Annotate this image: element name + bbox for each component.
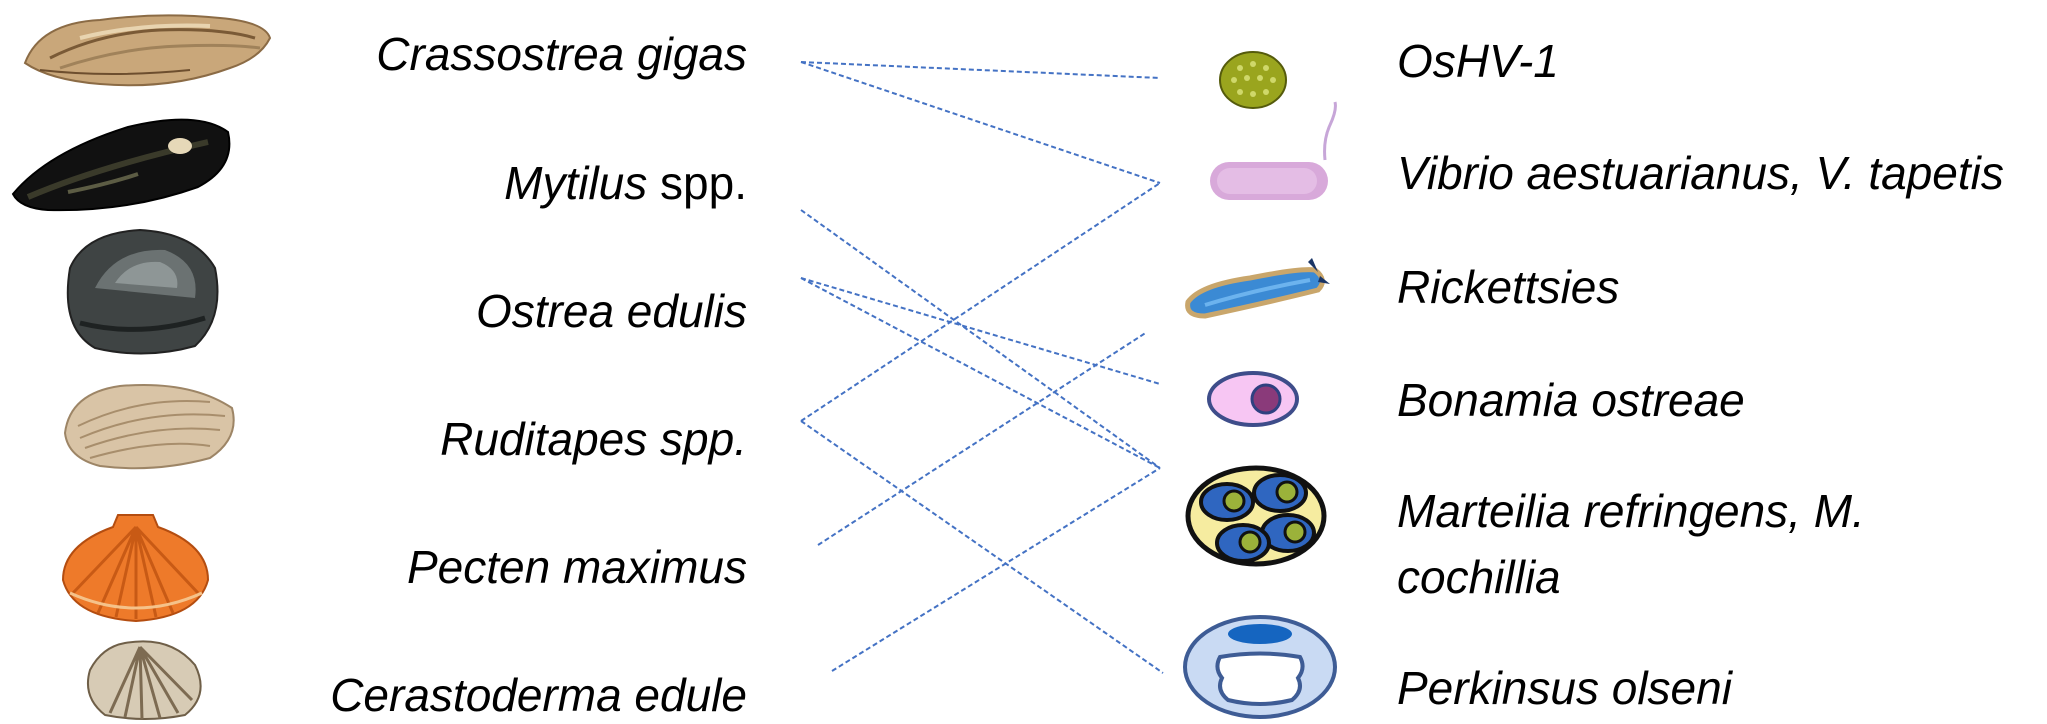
host-label-pecten-maximus: Pecten maximus [406, 541, 747, 593]
oshv1-virus-icon [1219, 51, 1287, 109]
link-line-4-2 [817, 331, 1148, 546]
link-line-2-4 [800, 277, 1161, 469]
scallop-shell-icon [61, 514, 210, 623]
clam-shell-icon [63, 383, 235, 470]
pathogen-label-perkinsus: Perkinsus olseni [1397, 662, 1732, 714]
rickettsia-bacterium-icon [1185, 258, 1330, 319]
host-label-crassostrea-gigas: Crassostrea gigas [376, 28, 747, 80]
host-suffix: spp. [647, 157, 747, 209]
link-line-0-0 [800, 61, 1161, 79]
perkinsus-cell-icon [1183, 615, 1337, 719]
flat-oyster-shell-icon [66, 228, 219, 355]
link-line-2-3 [800, 277, 1161, 385]
pathogen-label-line2: cochillia [1397, 551, 1561, 603]
marteilia-cell-icon [1185, 465, 1327, 567]
pathogen-label-vibrio: Vibrio aestuarianus, V. tapetis [1397, 147, 2004, 199]
host-label-ruditapes: Ruditapes spp. [440, 413, 747, 465]
link-line-1-4 [800, 209, 1161, 469]
oyster-shell-icon [23, 14, 272, 87]
link-line-3-5 [800, 420, 1164, 674]
vibrio-bacterium-icon [1210, 101, 1337, 200]
host-label-cerastoderma-edule: Cerastoderma edule [330, 669, 747, 721]
pathogen-label-line1: Marteilia refringens, M. [1397, 485, 1865, 537]
pathogen-label-bonamia: Bonamia ostreae [1397, 374, 1745, 426]
pathogen-label-marteilia: Marteilia refringens, M. cochillia [1397, 478, 2037, 610]
host-label-ostrea-edulis: Ostrea edulis [475, 285, 747, 337]
bonamia-cell-icon [1207, 371, 1299, 427]
pathogen-label-oshv1: OsHV-1 [1397, 35, 1559, 87]
pathogen-label-rickettsies: Rickettsies [1397, 261, 1620, 313]
host-genus: Mytilus [504, 157, 648, 209]
link-line-5-4 [831, 467, 1161, 672]
link-line-0-1 [800, 61, 1161, 184]
link-line-3-1 [800, 182, 1161, 422]
mussel-shell-icon [11, 118, 231, 212]
cockle-shell-icon [86, 640, 202, 720]
host-label-mytilus: Mytilus spp. [504, 160, 747, 206]
